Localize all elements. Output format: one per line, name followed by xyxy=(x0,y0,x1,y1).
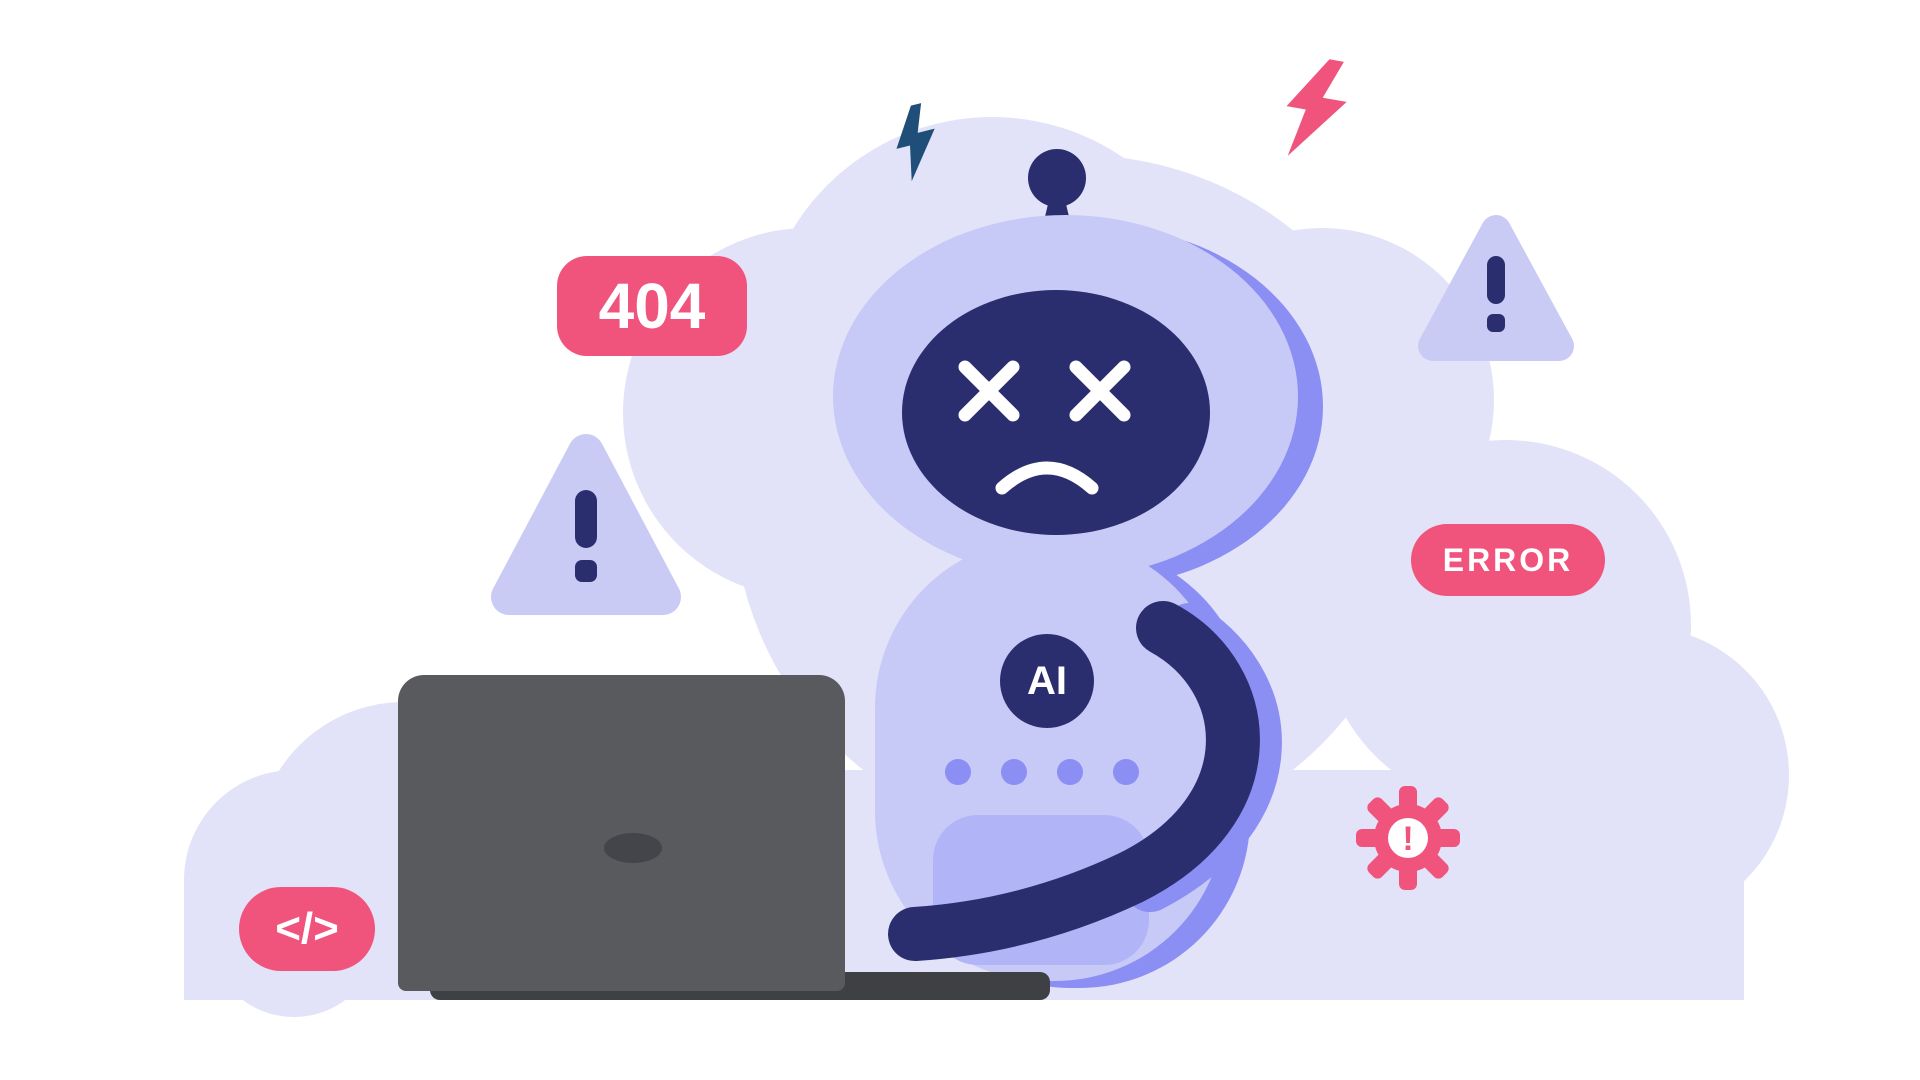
laptop-logo xyxy=(604,833,662,863)
dot xyxy=(1113,759,1139,785)
robot-face xyxy=(902,290,1210,535)
badge-error-label: ERROR xyxy=(1442,541,1574,578)
badge-code-label: </> xyxy=(275,904,339,953)
code-badge-icon: </> xyxy=(239,887,375,971)
warning-triangle-left-icon xyxy=(491,434,681,615)
badge-404: 404 xyxy=(557,256,747,356)
robot-eyes-x-icon xyxy=(958,360,1131,495)
lightning-bolt-navy-icon xyxy=(896,103,935,182)
dot xyxy=(1001,759,1027,785)
warning-triangle-right-icon xyxy=(1418,215,1574,361)
laptop-lid xyxy=(398,675,845,991)
gear-exclamation-label: ! xyxy=(1402,820,1413,858)
dot xyxy=(1057,759,1083,785)
robot-arm xyxy=(888,601,1282,961)
ai-badge-label: AI xyxy=(1027,658,1067,703)
badge-error: ERROR xyxy=(1411,524,1605,596)
badge-404-label: 404 xyxy=(598,270,706,342)
robot-mouth-frown xyxy=(995,461,1099,495)
ai-badge: AI xyxy=(1000,634,1094,728)
lightning-bolt-pink-icon xyxy=(1286,59,1347,156)
gear-alert-icon: ! xyxy=(1356,786,1460,890)
robot-arm-navy xyxy=(888,601,1260,961)
dot xyxy=(945,759,971,785)
